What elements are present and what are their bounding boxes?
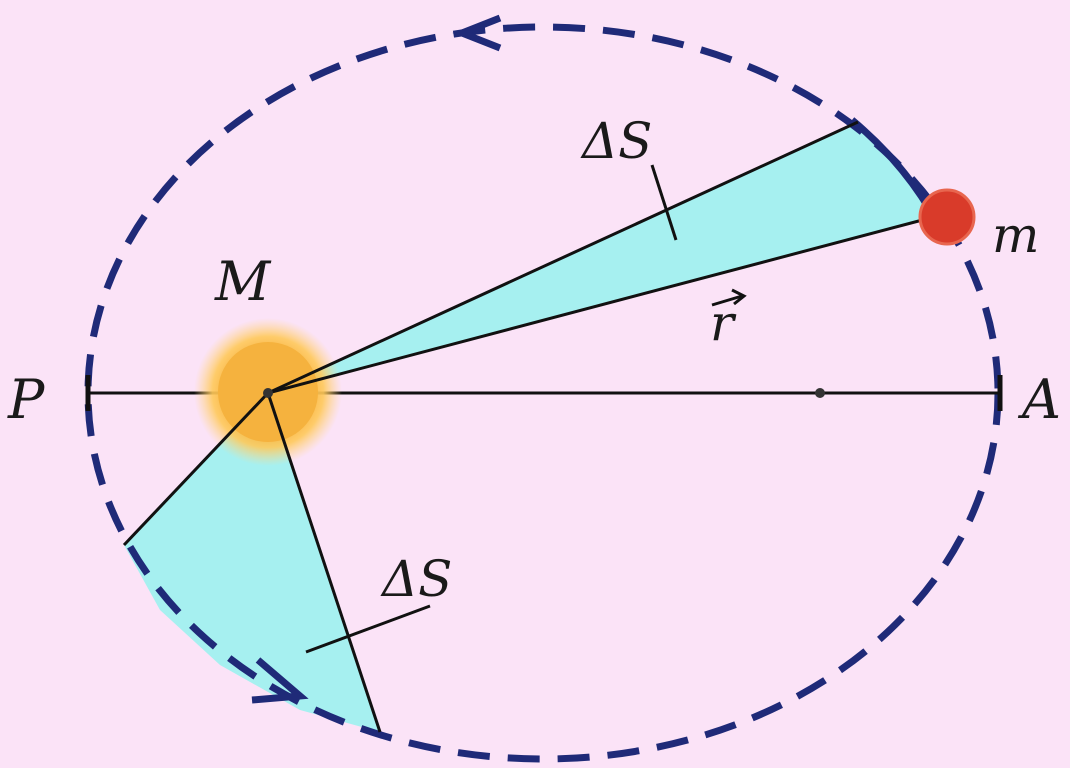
radius-lower-1	[122, 391, 270, 547]
vector-arrow-shaft	[711, 294, 743, 307]
radius-upper-1	[267, 120, 859, 395]
label-area-upper: ΔS	[580, 112, 652, 170]
planet	[918, 188, 976, 246]
vector-arrow-head-icon	[731, 288, 747, 306]
label-aphelion: A	[1017, 368, 1061, 431]
orbit-arc-upper	[849, 117, 934, 212]
sector-upper	[268, 122, 930, 393]
label-area-lower: ΔS	[380, 550, 452, 608]
label-central-body: M	[214, 250, 272, 313]
radius-upper-2	[267, 216, 931, 395]
label-orbiting-body: m	[992, 206, 1039, 264]
radius-lower-2	[266, 392, 382, 733]
empty-focus-dot	[815, 388, 825, 398]
arrow-top-icon	[452, 14, 502, 52]
label-radius-vector: r	[710, 294, 737, 352]
arrow-bottom-icon	[251, 657, 309, 704]
label-perihelion: P	[7, 368, 46, 431]
leader-lower	[305, 604, 431, 654]
focus-dot	[263, 388, 273, 398]
leader-upper	[650, 164, 678, 241]
